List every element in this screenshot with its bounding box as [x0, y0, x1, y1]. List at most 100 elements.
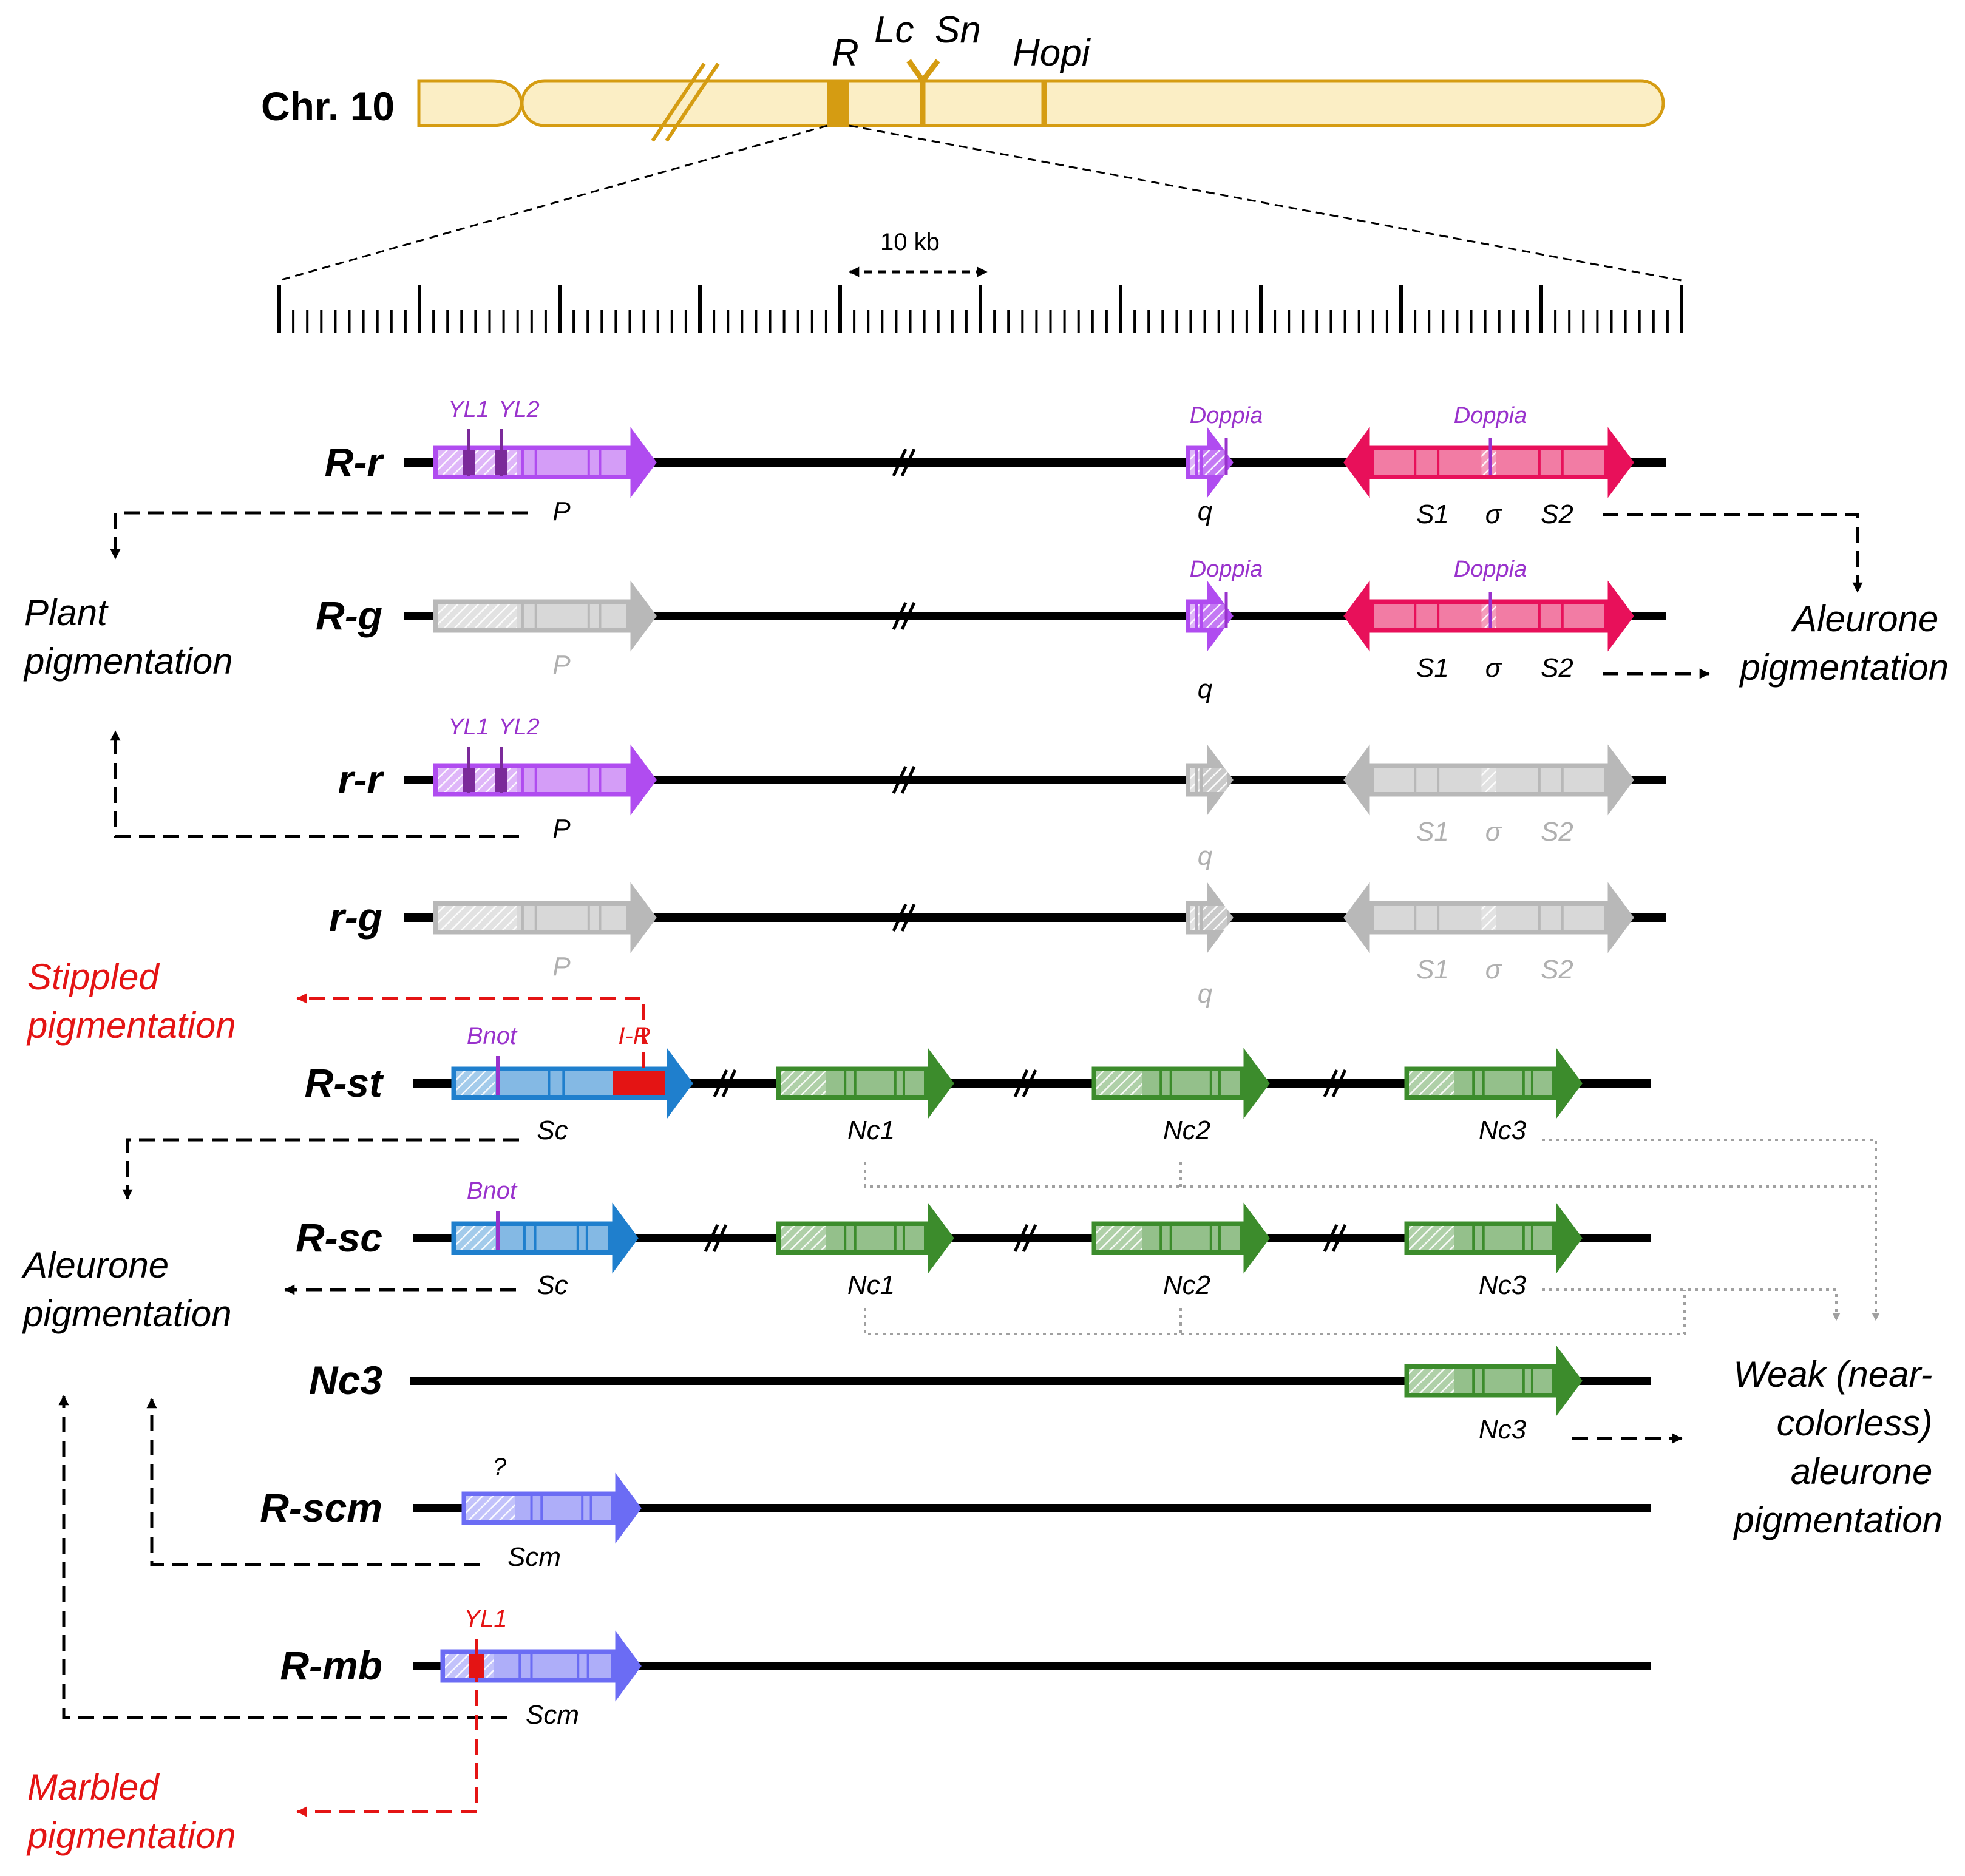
gene-q: [1186, 580, 1234, 652]
locus-R-label: R: [832, 32, 859, 74]
gene-Nc3: [1404, 1048, 1583, 1119]
insertion-label-doppia-sigma: Doppia: [1454, 403, 1527, 428]
aleurone-pigmentation-left-label: Aleurone pigmentation: [21, 1245, 232, 1334]
allele-name-R-sc: R-sc: [296, 1215, 382, 1260]
gene-label-Scm: Scm: [526, 1700, 579, 1730]
allele-row-R-scm: R-scm?Scm: [260, 1454, 1651, 1572]
aleurone-pigmentation-right-label: Aleurone pigmentation: [1739, 598, 1949, 688]
gene-utr-hatch: [1096, 1226, 1142, 1250]
gene-utr-hatch: [456, 1226, 495, 1250]
gene-S: [1343, 882, 1634, 953]
break-mark: [1013, 1224, 1029, 1253]
break-mark: [704, 1224, 719, 1253]
gene-q: [1186, 744, 1234, 816]
gene-label-Nc1: Nc1: [847, 1270, 895, 1300]
plant-pigmentation-label: Plant pigmentation: [23, 592, 233, 682]
insertion-label-YL1: YL1: [448, 397, 489, 422]
insertion-YL2-box: [495, 768, 507, 792]
break-mark: [1022, 1224, 1037, 1253]
gene-label-sigma: σ: [1485, 955, 1502, 984]
gene-label-Scm: Scm: [507, 1542, 561, 1572]
allele-name-r-g: r-g: [329, 895, 382, 940]
insertion-label-YL2: YL2: [498, 397, 540, 422]
locus-Sn-label: Sn: [935, 9, 981, 51]
gene-Nc2: [1091, 1202, 1270, 1274]
gene-label-P: P: [552, 496, 571, 526]
gene-label-sigma: σ: [1485, 817, 1502, 847]
gene-label-sigma: σ: [1485, 653, 1502, 683]
insertion-label-doppia-sigma: Doppia: [1454, 557, 1527, 582]
chromosome-label: Chr. 10: [261, 84, 395, 129]
gene-label-S2: S2: [1541, 653, 1573, 683]
allele-name-R-g: R-g: [316, 593, 382, 638]
gene-S: [1343, 744, 1634, 816]
gene-Nc1: [776, 1048, 954, 1119]
insertion-YL2-box: [495, 450, 507, 475]
gene-label-P: P: [552, 650, 571, 680]
break-mark: [1013, 1069, 1029, 1098]
gene-utr-hatch: [466, 1496, 515, 1520]
insertion-YL1-box: [463, 450, 475, 475]
break-mark: [1323, 1224, 1339, 1253]
gene-label-Nc3: Nc3: [1479, 1415, 1527, 1444]
gene-utr-hatch: [1409, 1071, 1454, 1095]
insertion-label-Bnot: Bnot: [467, 1177, 518, 1204]
scale-label: 10 kb: [880, 229, 940, 256]
phenotype-labels: Plant pigmentation Aleurone pigmentation…: [21, 592, 1949, 1856]
allele-name-R-r: R-r: [325, 439, 385, 484]
break-mark: [1331, 1069, 1347, 1098]
pathway-arrows: [58, 511, 1880, 1817]
gene-P: [433, 580, 657, 652]
insertion-label-YL2: YL2: [498, 714, 540, 740]
insertion-label-YL1: YL1: [464, 1605, 507, 1632]
insertion-YL1-box: [463, 768, 475, 792]
gene-Sc: [451, 1202, 639, 1274]
stippled-pigmentation-label: Stippled pigmentation: [26, 957, 236, 1046]
insertion-label-YL1: YL1: [448, 714, 489, 740]
insertion-label-doppia-q: Doppia: [1190, 557, 1263, 582]
weak-pigmentation-label: Weak (near- colorless) aleurone pigmenta…: [1733, 1354, 1943, 1540]
gene-q: [1186, 427, 1234, 498]
insertion-label-Bnot: Bnot: [467, 1023, 518, 1049]
gene-label-S1: S1: [1416, 817, 1449, 847]
chromosome-long-arm: [520, 79, 1665, 127]
allele-name-R-st: R-st: [305, 1060, 384, 1105]
gene-utr-hatch: [438, 906, 517, 930]
gene-label-Sc: Sc: [537, 1116, 568, 1145]
gene-label-S2: S2: [1541, 817, 1573, 847]
gene-Nc3: [1404, 1202, 1583, 1274]
gene-label-q: q: [1198, 496, 1213, 526]
gene-label-S1: S1: [1416, 653, 1449, 683]
allele-name-Nc3: Nc3: [309, 1358, 382, 1403]
locus-Hopi-label: Hopi: [1013, 32, 1091, 74]
gene-utr-hatch: [1096, 1071, 1142, 1095]
gene-label-Nc2: Nc2: [1163, 1270, 1210, 1300]
scale-ruler: 10 kb: [277, 229, 1683, 333]
break-mark: [900, 903, 916, 932]
insertion-label-I-R: I-R: [618, 1023, 650, 1049]
break-mark: [892, 601, 908, 631]
allele-name-R-scm: R-scm: [260, 1485, 382, 1530]
gene-utr-hatch: [438, 604, 517, 628]
break-mark: [892, 903, 908, 932]
gene-label-q: q: [1198, 979, 1213, 1009]
break-mark: [900, 448, 916, 477]
gene-label-Nc1: Nc1: [847, 1116, 895, 1145]
chromosome: Chr. 10 R Lc Sn Hopi: [261, 9, 1682, 282]
gene-utr-hatch: [781, 1071, 826, 1095]
gene-label-P: P: [552, 814, 571, 844]
gene-label-Sc: Sc: [537, 1270, 568, 1300]
break-mark: [1331, 1224, 1347, 1253]
gene-Scm: [461, 1472, 642, 1544]
break-mark: [712, 1224, 728, 1253]
gene-label-Nc3: Nc3: [1479, 1116, 1527, 1145]
locus-Lc-label: Lc: [874, 9, 914, 51]
gene-P: [433, 882, 657, 953]
